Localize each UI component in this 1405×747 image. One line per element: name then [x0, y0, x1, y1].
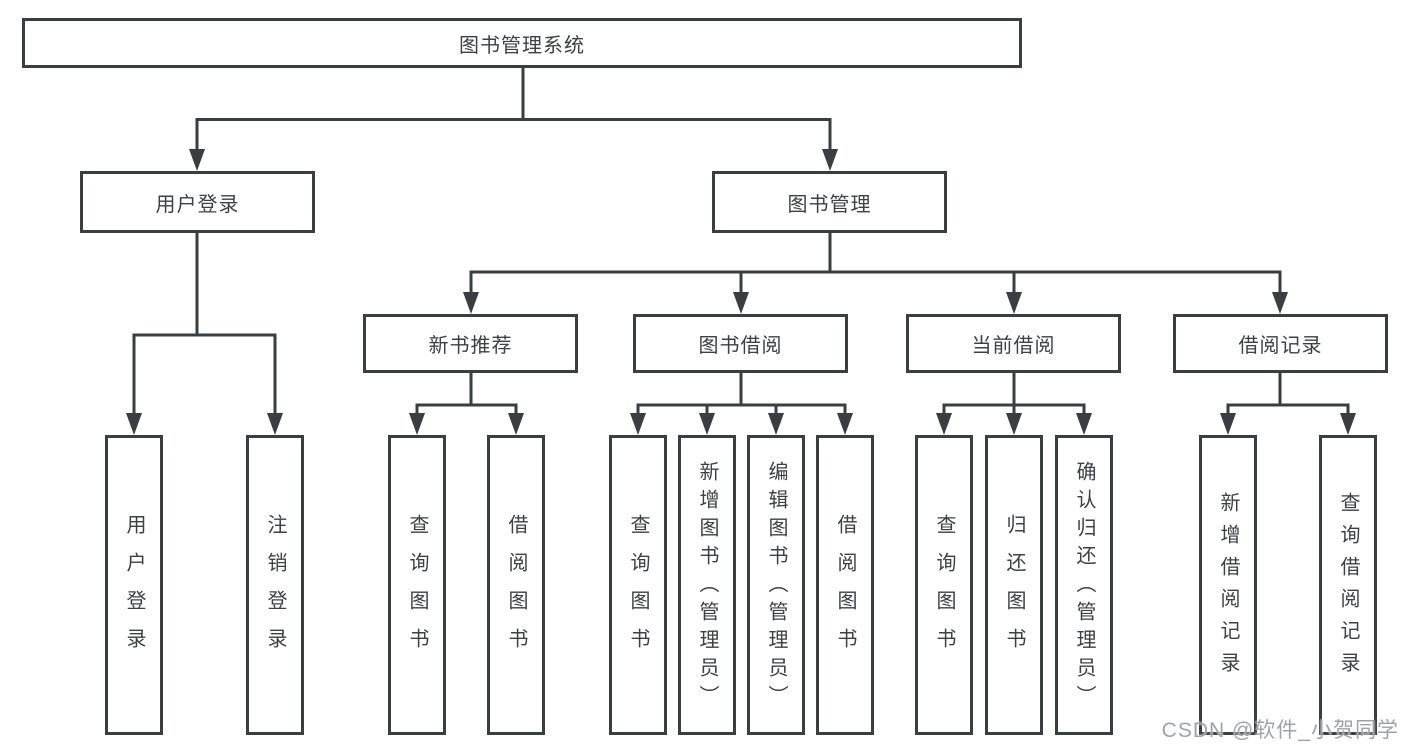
node-label: 查询借阅记录: [1337, 492, 1359, 684]
node-label: 编辑图书（管理员）: [765, 461, 787, 713]
node-book-management: 图书管理: [712, 171, 947, 233]
node-new-book-recommend: 新书推荐: [363, 314, 578, 373]
node-current-borrow: 当前借阅: [906, 314, 1121, 373]
node-label: 新增图书（管理员）: [696, 461, 718, 713]
leaf-edit-book-admin: 编辑图书（管理员）: [747, 435, 805, 735]
leaf-confirm-return-admin: 确认归还（管理员）: [1055, 435, 1113, 735]
node-user-login: 用户登录: [80, 171, 315, 233]
leaf-borrow-books-recommend: 借阅图书: [487, 435, 545, 735]
node-label: 当前借阅: [971, 335, 1056, 357]
leaf-add-borrow-record: 新增借阅记录: [1199, 435, 1257, 735]
leaf-borrow-books: 借阅图书: [816, 435, 874, 735]
leaf-query-borrow-record: 查询借阅记录: [1319, 435, 1377, 735]
node-label: 归还图书: [1003, 513, 1025, 666]
node-book-borrow: 图书借阅: [633, 314, 848, 373]
node-label: 查询图书: [406, 513, 428, 666]
node-label: 图书管理: [787, 193, 872, 216]
leaf-query-books-current: 查询图书: [915, 435, 973, 735]
node-label: 借阅记录: [1238, 335, 1323, 357]
node-label: 新书推荐: [428, 335, 513, 357]
leaf-query-books-recommend: 查询图书: [388, 435, 446, 735]
node-label: 查询图书: [933, 513, 955, 666]
node-root: 图书管理系统: [22, 18, 1022, 68]
node-label: 确认归还（管理员）: [1073, 461, 1095, 713]
node-label: 用户登录: [123, 513, 145, 666]
leaf-return-book: 归还图书: [985, 435, 1043, 735]
node-label: 用户登录: [155, 193, 240, 216]
node-label: 图书借阅: [698, 335, 783, 357]
node-label: 图书管理系统: [459, 34, 585, 57]
leaf-query-books-borrow: 查询图书: [609, 435, 667, 735]
leaf-logout: 注销登录: [246, 435, 304, 735]
leaf-add-book-admin: 新增图书（管理员）: [678, 435, 736, 735]
node-label: 新增借阅记录: [1217, 492, 1239, 684]
node-label: 借阅图书: [505, 513, 527, 666]
node-label: 借阅图书: [834, 513, 856, 666]
arrowheads: [126, 149, 1356, 435]
node-label: 查询图书: [627, 513, 649, 666]
node-label: 注销登录: [264, 513, 286, 666]
watermark-text: CSDN @软件_小贺同学: [1161, 719, 1399, 742]
leaf-user-login: 用户登录: [105, 435, 163, 735]
node-borrow-record: 借阅记录: [1173, 314, 1388, 373]
